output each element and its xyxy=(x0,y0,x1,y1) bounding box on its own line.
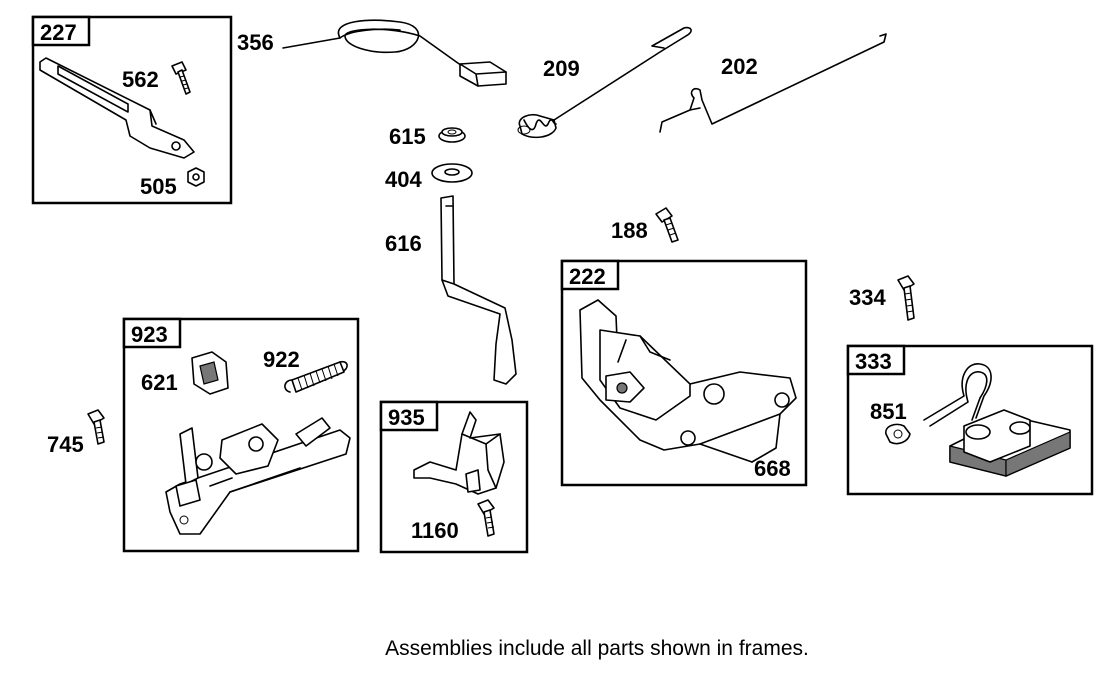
label-615: 615 xyxy=(389,124,426,149)
label-851: 851 xyxy=(870,399,907,424)
footnote: Assemblies include all parts shown in fr… xyxy=(385,637,809,660)
part-222-bracket xyxy=(579,299,797,463)
frame-935[interactable]: 935 1160 xyxy=(379,400,529,554)
part-209-spring-link xyxy=(517,26,692,139)
frame-227[interactable]: 227 562 505 xyxy=(31,15,233,205)
frame-923[interactable]: 923 621 922 xyxy=(122,317,360,553)
frame-222-number: 222 xyxy=(569,264,606,289)
part-615-clip xyxy=(438,127,466,143)
frame-222[interactable]: 222 668 xyxy=(560,259,808,487)
part-923-governor-bracket xyxy=(165,417,351,535)
frame-935-number: 935 xyxy=(388,405,425,430)
frame-923-number: 923 xyxy=(131,322,168,347)
part-202-rod xyxy=(659,33,887,133)
part-935-bracket xyxy=(413,411,505,495)
part-562-screw xyxy=(171,61,191,95)
label-668: 668 xyxy=(754,456,791,481)
frame-227-number: 227 xyxy=(40,20,77,45)
label-356: 356 xyxy=(237,30,274,55)
label-505: 505 xyxy=(140,174,177,199)
part-356-cable xyxy=(282,19,507,87)
label-616: 616 xyxy=(385,231,422,256)
part-745-screw xyxy=(87,409,105,445)
part-922-spring xyxy=(284,360,348,393)
frame-333-number: 333 xyxy=(855,349,892,374)
part-333-module xyxy=(923,363,1071,477)
frame-333[interactable]: 333 851 xyxy=(846,344,1094,496)
part-227-lever xyxy=(39,57,195,159)
label-1160: 1160 xyxy=(411,518,459,543)
part-1160-screw xyxy=(477,499,495,537)
label-922: 922 xyxy=(263,347,300,372)
label-209: 209 xyxy=(543,56,580,81)
label-188: 188 xyxy=(611,218,648,243)
label-562: 562 xyxy=(122,67,159,92)
part-334-bolt xyxy=(897,275,915,321)
part-404-washer xyxy=(431,163,473,183)
label-621: 621 xyxy=(141,370,178,395)
label-202: 202 xyxy=(721,54,758,79)
label-334: 334 xyxy=(849,285,886,310)
part-188-bolt xyxy=(655,207,679,243)
part-851-clip xyxy=(885,423,911,445)
label-745: 745 xyxy=(47,432,84,457)
label-404: 404 xyxy=(385,167,422,192)
part-505-nut xyxy=(187,167,205,187)
part-616-shaft xyxy=(440,195,517,385)
part-621-clip xyxy=(191,351,229,395)
